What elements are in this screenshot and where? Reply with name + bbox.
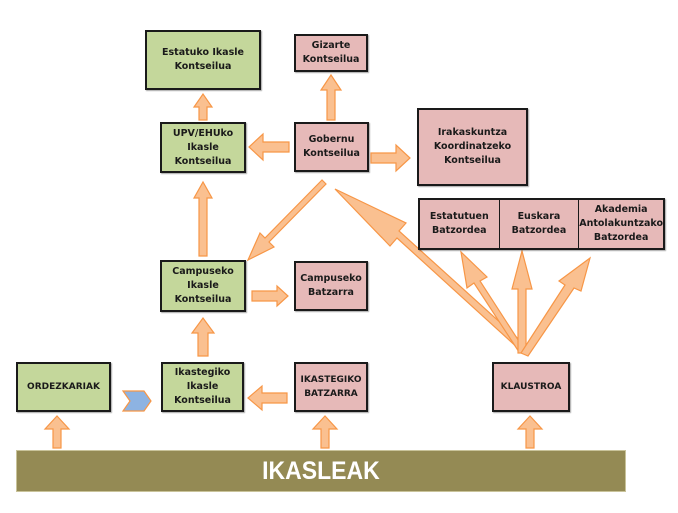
arrow-batzarra-to-ikastegi xyxy=(247,384,288,412)
chevron-ordezkariak-to-ikastegi xyxy=(121,390,152,412)
node-gobernu-kontseilua: Gobernu Kontseilua xyxy=(294,122,369,172)
node-ordezkariak: ORDEZKARIAK xyxy=(16,362,111,412)
committee-estatutuen-batzordea: Estatutuen Batzordea xyxy=(429,211,489,236)
arrow-klaustroa-to-euskara xyxy=(511,248,533,354)
arrow-klaustroa-to-akademia xyxy=(520,256,592,357)
committee-euskara-batzordea: Euskara Batzordea xyxy=(498,200,579,248)
node-label: Estatuko Ikasle Kontseilua xyxy=(162,47,244,72)
node-label: Campuseko Ikasle Kontseilua xyxy=(172,266,234,305)
node-estatuko-ikasle-kontseilua: Estatuko Ikasle Kontseilua xyxy=(145,30,261,90)
node-label: Campuseko Batzarra xyxy=(300,273,362,298)
node-label: ORDEZKARIAK xyxy=(27,382,100,392)
arrow-campus-to-upv xyxy=(192,180,214,257)
node-ikastegiko-batzarra: IKASTEGIKO BATZARRA xyxy=(294,362,368,412)
node-klaustroa: KLAUSTROA xyxy=(492,362,570,412)
arrow-base-to-ikastegi-batzarra xyxy=(311,415,339,449)
arrow-gobernu-to-campus-ikasle xyxy=(246,179,327,262)
arrow-klaustroa-to-estatutuen xyxy=(460,250,525,353)
node-campuseko-batzarra: Campuseko Batzarra xyxy=(294,261,368,311)
node-label: UPV/EHUko Ikasle Kontseilua xyxy=(172,127,234,167)
committees-table: Estatutuen Batzordea Euskara Batzordea A… xyxy=(418,198,665,250)
node-label: KLAUSTROA xyxy=(500,382,562,392)
arrow-base-to-ordezkariak xyxy=(43,415,71,449)
arrow-gobernu-to-gizarte xyxy=(319,73,343,121)
node-irakaskuntza-koordinatzeko-kontseilua: Irakaskuntza Koordinatzeko Kontseilua xyxy=(417,108,528,186)
committee-akademia-antolakuntzako-batzordea: Akademia Antolakuntzako Batzordea xyxy=(578,200,663,248)
node-label: Ikastegiko Ikasle Kontseilua xyxy=(174,367,231,406)
node-label: Irakaskuntza Koordinatzeko Kontseilua xyxy=(433,127,512,166)
node-gizarte-kontseilua: Gizarte Kontseilua xyxy=(294,34,368,72)
base-bar-ikasleak: IKASLEAK xyxy=(16,450,626,492)
node-label: IKASTEGIKO BATZARRA xyxy=(300,375,362,399)
node-upv-ehuko-ikasle-kontseilua: UPV/EHUko Ikasle Kontseilua xyxy=(160,122,246,173)
node-campuseko-ikasle-kontseilua: Campuseko Ikasle Kontseilua xyxy=(160,260,246,312)
node-ikastegiko-ikasle-kontseilua: Ikastegiko Ikasle Kontseilua xyxy=(161,362,244,412)
arrow-upv-to-estatuko xyxy=(192,92,214,121)
arrow-campus-to-batzarra xyxy=(251,284,289,308)
arrow-ikastegi-to-campus xyxy=(190,316,216,357)
arrow-base-to-klaustroa xyxy=(516,415,544,449)
node-label: Gobernu Kontseilua xyxy=(303,134,360,159)
node-label: Gizarte Kontseilua xyxy=(302,40,360,65)
arrow-gobernu-to-upv xyxy=(248,132,290,162)
base-label: IKASLEAK xyxy=(262,456,380,485)
arrow-gobernu-to-irakaskuntza xyxy=(370,143,411,173)
